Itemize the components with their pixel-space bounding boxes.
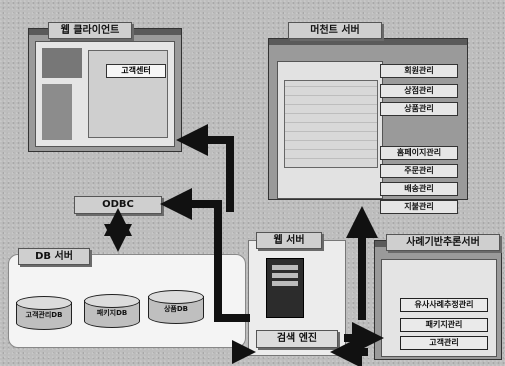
arrow-merchant-client <box>176 124 234 212</box>
server-tower-icon <box>266 258 304 318</box>
web-client-label: 웹 클라이언트 <box>48 22 132 39</box>
web-server-label: 웹 서버 <box>256 232 322 249</box>
product-db-icon: 상품DB <box>148 290 204 324</box>
case-server-label: 사례기반추론서버 <box>386 234 500 251</box>
menu-item-store: 상점관리 <box>380 84 458 98</box>
web-client-screenshot <box>28 28 182 152</box>
arrow-webserver-odbc <box>160 188 250 322</box>
product-db-label: 상품DB <box>163 305 189 313</box>
case-menu-similar: 유사사례추정관리 <box>400 298 488 312</box>
merchant-server-label: 머천트 서버 <box>288 22 382 39</box>
menu-item-order: 주문관리 <box>380 164 458 178</box>
customer-db-icon: 고객관리DB <box>16 296 72 330</box>
menu-item-homepage: 홈페이지관리 <box>380 146 458 160</box>
menu-item-product: 상품관리 <box>380 102 458 116</box>
web-client-popup: 고객센터 <box>106 64 166 78</box>
package-db-label: 패키지DB <box>96 309 128 317</box>
customer-db-label: 고객관리DB <box>25 311 63 319</box>
package-db-icon: 패키지DB <box>84 294 140 328</box>
menu-item-member: 회원관리 <box>380 64 458 78</box>
case-menu-customer: 고객관리 <box>400 336 488 350</box>
arrow-client-engine <box>232 340 256 364</box>
menu-item-payment: 지불관리 <box>380 200 458 214</box>
db-server-label: DB 서버 <box>18 248 90 265</box>
menu-item-delivery: 배송관리 <box>380 182 458 196</box>
case-menu-package: 패키지관리 <box>400 318 488 332</box>
